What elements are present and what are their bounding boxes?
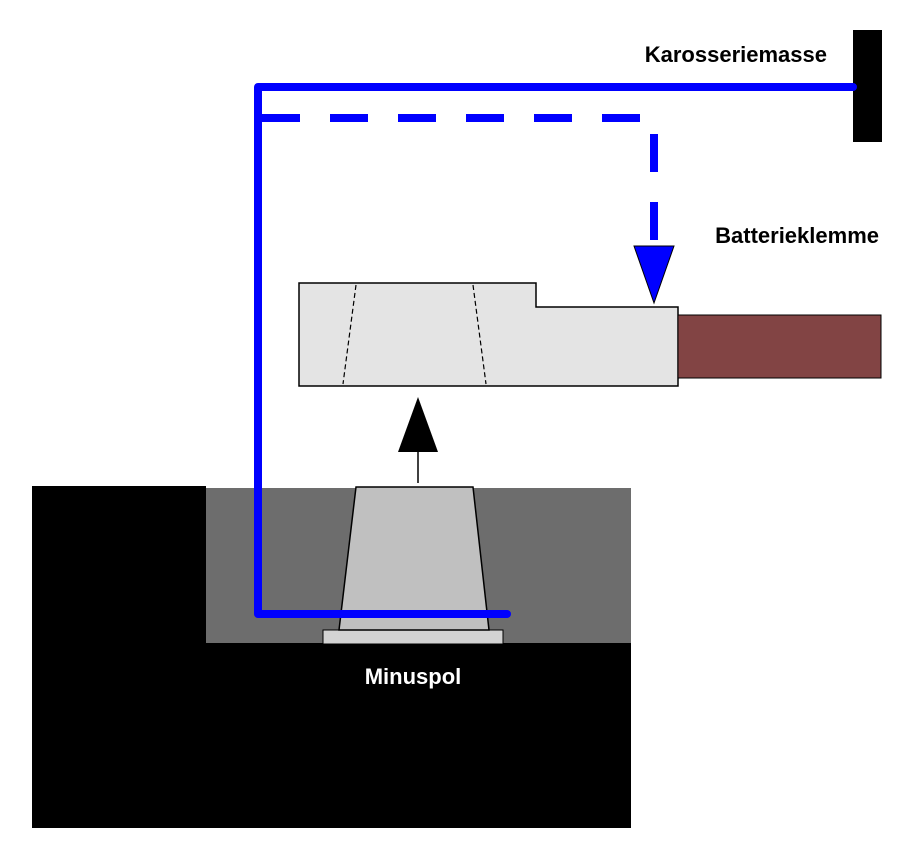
battery-body xyxy=(32,486,631,828)
label-minuspol: Minuspol xyxy=(365,664,462,689)
terminal-base xyxy=(322,629,504,645)
up-arrow-icon xyxy=(398,397,438,452)
down-arrow-icon xyxy=(633,245,675,305)
body-ground-bar xyxy=(853,30,882,142)
battery-cable xyxy=(677,314,882,379)
dashed-clamp-wire xyxy=(262,114,658,246)
solid-ground-wire xyxy=(254,83,857,618)
clamp-dashed-line-right xyxy=(472,284,487,385)
battery-clamp xyxy=(298,282,679,387)
label-karosseriemasse: Karosseriemasse xyxy=(645,42,827,67)
minus-terminal-post xyxy=(338,486,490,631)
clamp-dashed-line-left xyxy=(342,284,357,385)
label-batterieklemme: Batterieklemme xyxy=(715,223,879,248)
